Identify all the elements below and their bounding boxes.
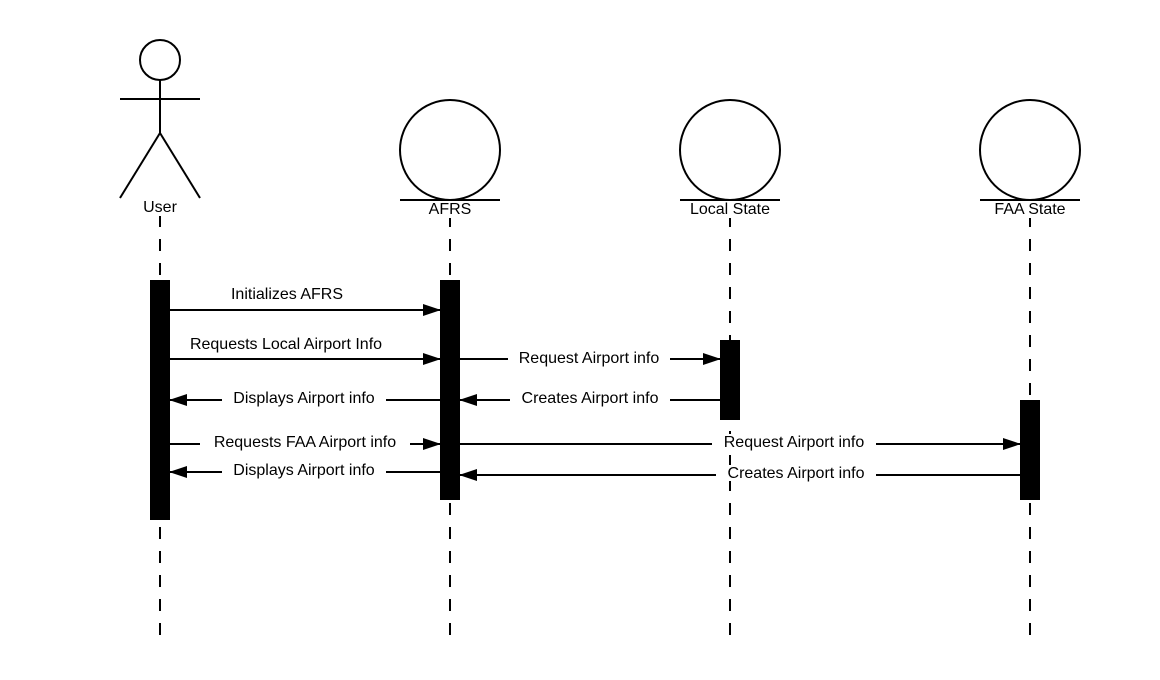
message-label-requests-faa-airport-info: Requests FAA Airport info: [214, 434, 396, 451]
message-label-displays-airport-info-1: Displays Airport info: [233, 390, 374, 407]
participant-label-faa-state: FAA State: [994, 201, 1065, 218]
message-label-initializes-afrs: Initializes AFRS: [231, 286, 343, 303]
message-label-request-airport-info-local: Request Airport info: [519, 350, 660, 367]
entity-faa-state-icon: [979, 99, 1081, 201]
activation-bar-faa-state: [1020, 400, 1040, 500]
message-label-request-airport-info-faa: Request Airport info: [724, 434, 865, 451]
activation-bar-user: [150, 280, 170, 520]
participant-label-user: User: [143, 199, 177, 216]
message-label-creates-airport-info-faa: Creates Airport info: [728, 465, 865, 482]
activation-bar-afrs: [440, 280, 460, 500]
activation-bar-local-state: [720, 340, 740, 420]
message-label-requests-local-airport-info: Requests Local Airport Info: [190, 336, 382, 353]
message-label-displays-airport-info-2: Displays Airport info: [233, 462, 374, 479]
entity-local-state-icon: [679, 99, 781, 201]
message-label-creates-airport-info-local: Creates Airport info: [522, 390, 659, 407]
participant-label-local-state: Local State: [690, 201, 770, 218]
actor-user-icon: [119, 39, 201, 199]
entity-afrs-icon: [399, 99, 501, 201]
participant-label-afrs: AFRS: [429, 201, 472, 218]
